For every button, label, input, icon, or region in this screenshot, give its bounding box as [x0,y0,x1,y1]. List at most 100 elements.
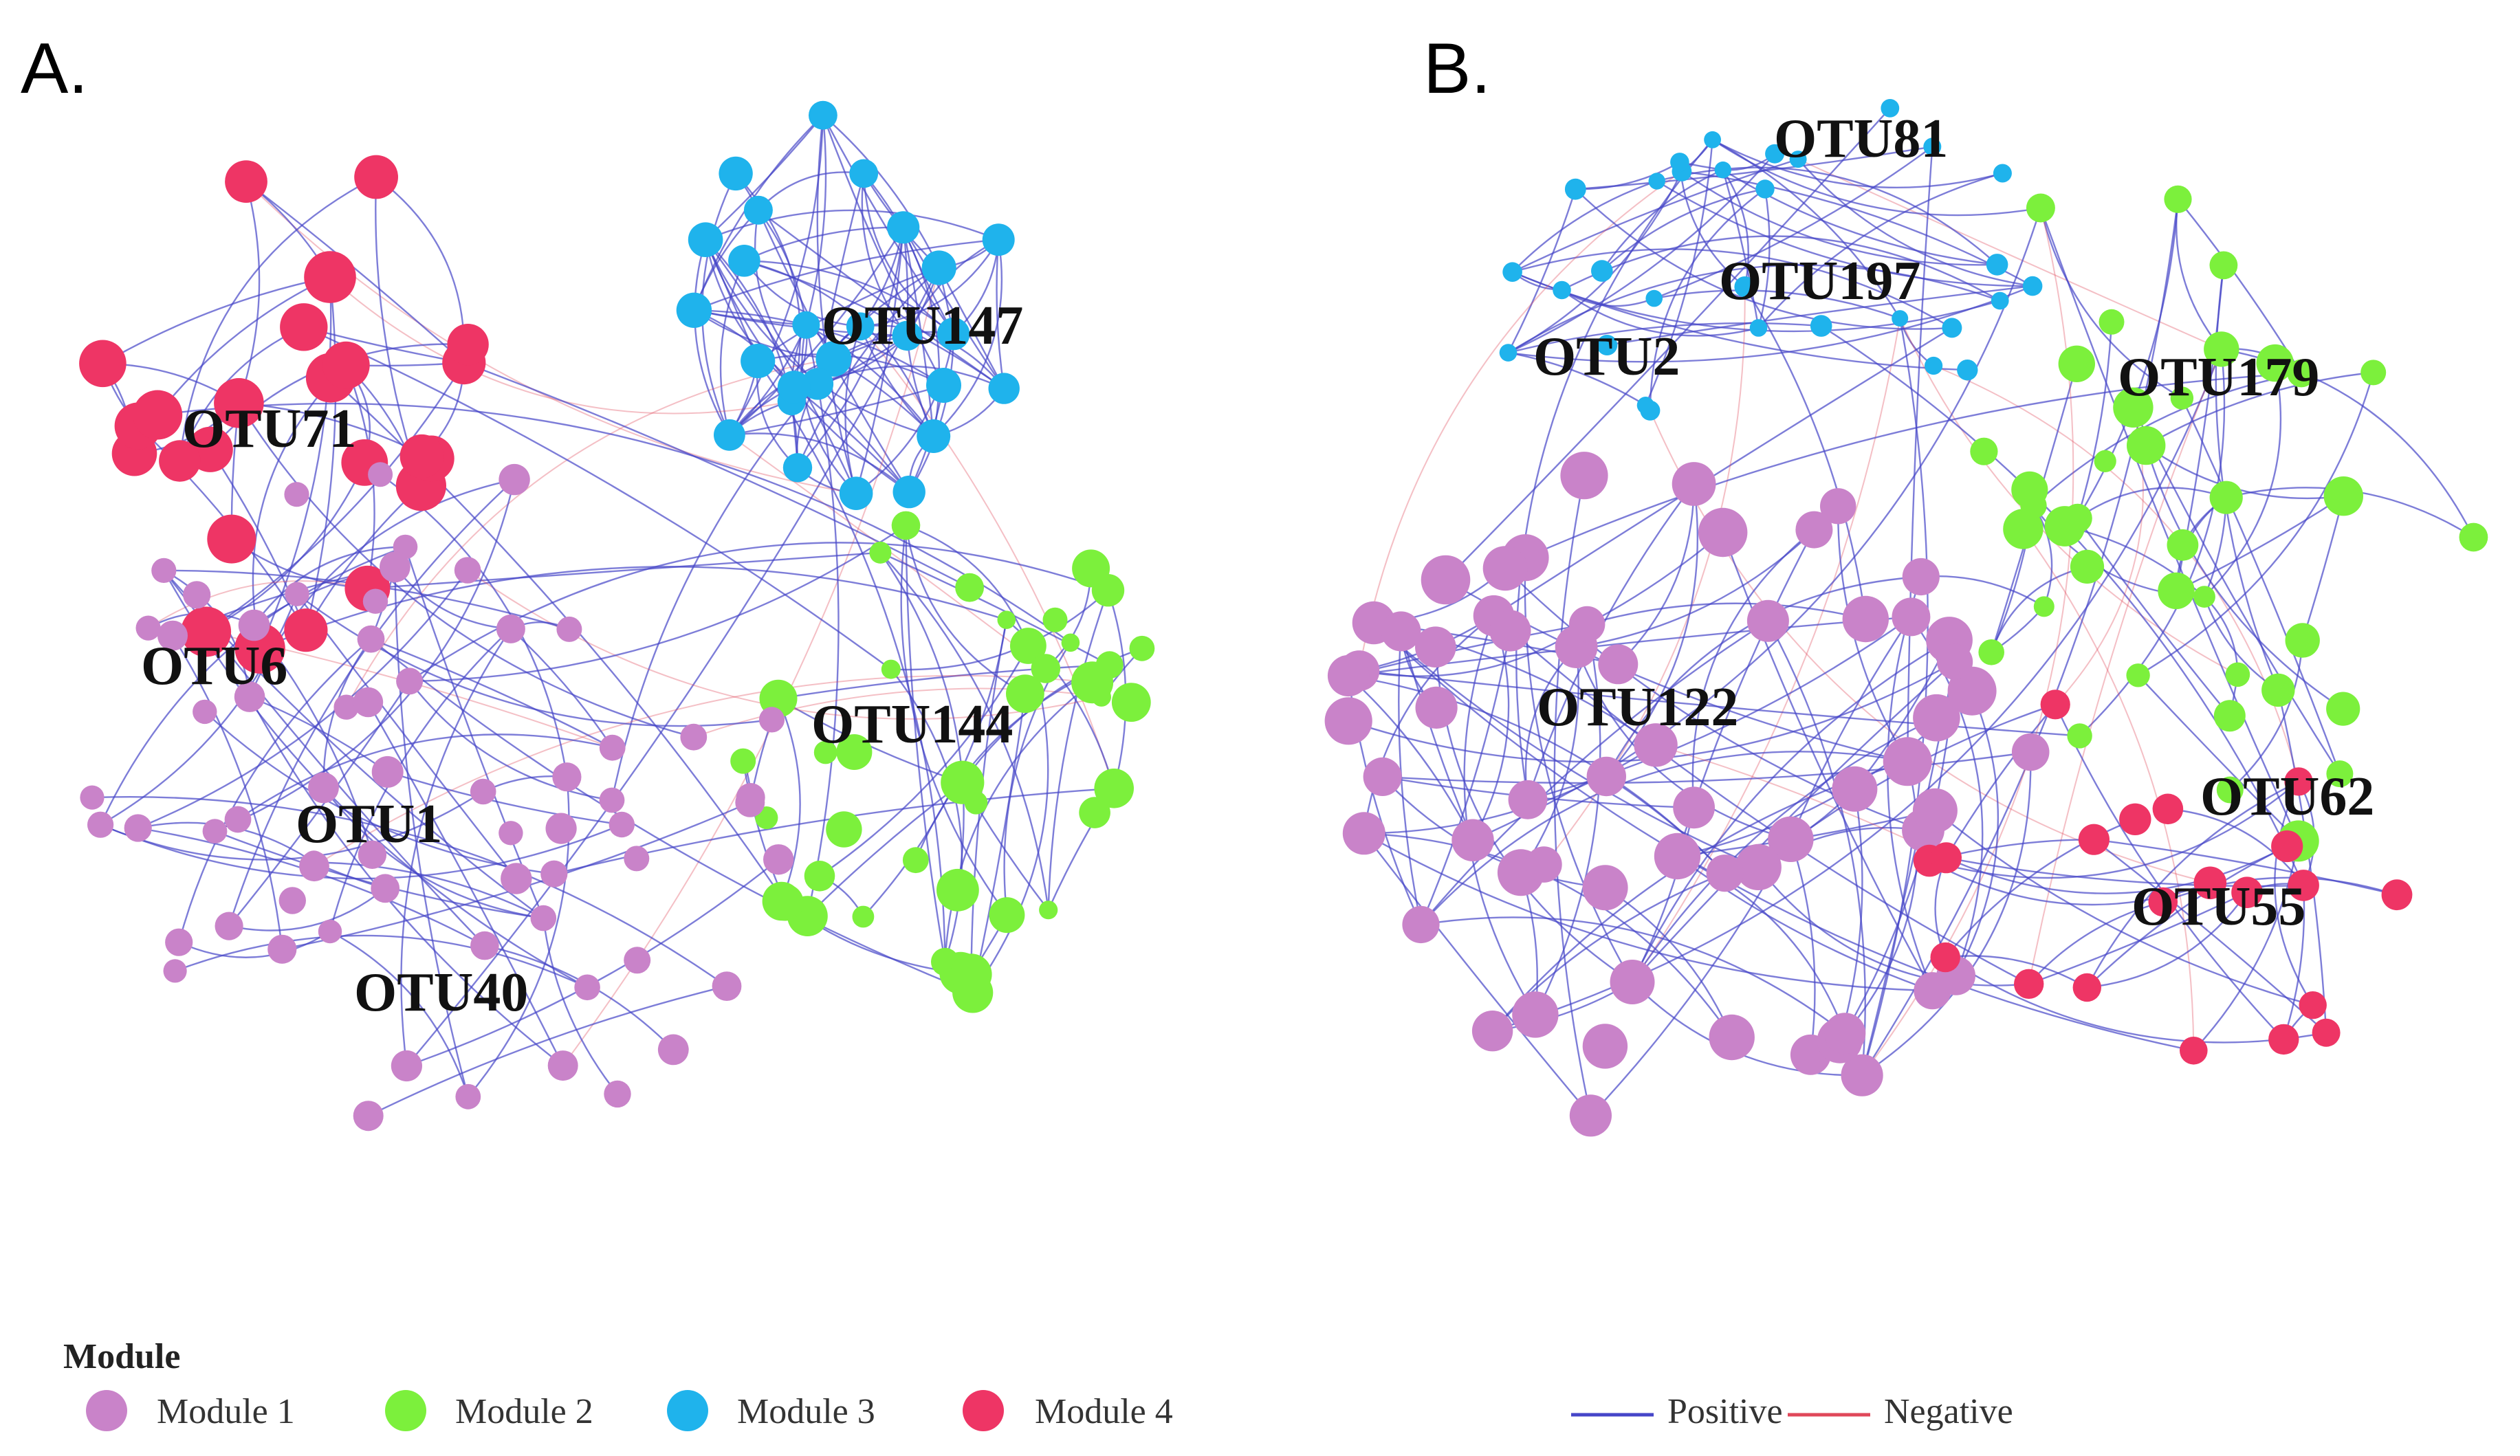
network-node-module-2 [902,847,929,874]
positive-edge [1601,169,1724,272]
network-node-module-1 [455,1083,481,1110]
network-node-module-4 [159,440,201,482]
network-node-module-2 [762,881,802,921]
network-node-module-3 [743,195,773,225]
network-node-module-3 [1925,356,1943,375]
positive-edge [2137,372,2374,676]
network-node-module-3 [2022,276,2043,296]
network-node-module-4 [2014,969,2044,1000]
positive-edge [757,209,807,325]
network-node-module-1 [712,971,742,1001]
positive-edge [693,309,834,360]
positive-edge [245,181,465,364]
network-node-module-1 [599,734,626,761]
network-node-module-4 [2312,1018,2341,1047]
positive-edge [2283,885,2305,1040]
panel-a-nodes [79,100,1155,1132]
network-node-module-1 [353,1101,384,1132]
positive-edge [2277,690,2327,1033]
positive-edge [2167,808,2305,886]
network-node-module-1 [1841,1054,1883,1096]
network-node-module-3 [982,223,1015,256]
legend-marker-module-1 [86,1390,127,1431]
positive-edge [1722,169,1760,329]
network-node-module-1 [574,974,600,1001]
network-node-module-1 [1746,599,1789,642]
positive-edge [463,362,970,588]
positive-edge [100,546,406,826]
positive-edge [1711,139,2041,217]
network-node-module-2 [2204,331,2239,367]
hub-label-otu179: OTU179 [2118,347,2319,408]
network-node-module-3 [887,211,920,244]
network-node-module-1 [1512,991,1559,1038]
network-node-module-3 [1755,179,1775,199]
network-node-module-1 [680,723,708,751]
network-node-module-1 [1482,546,1528,591]
positive-edge [1363,615,1495,834]
positive-edge [370,638,974,994]
hub-label-otu71: OTU71 [182,399,356,459]
network-node-module-1 [758,707,785,733]
positive-edge [178,930,331,958]
positive-edge [100,824,622,880]
network-node-module-1 [1402,905,1440,944]
positive-edge [228,681,410,927]
positive-edge [743,260,861,327]
positive-edge [2204,362,2282,597]
negative-edge [859,326,1115,789]
positive-edge [758,209,1005,390]
network-node-module-1 [1415,626,1456,668]
positive-edge [1382,751,2031,784]
network-node-module-3 [1502,262,1522,283]
positive-edge [253,546,406,626]
positive-edge [510,628,613,749]
network-node-module-1 [358,840,387,870]
network-node-module-4 [2072,973,2101,1002]
positive-edge [1400,631,1474,841]
positive-edge [1757,866,2029,986]
legend-marker-module-2 [385,1390,426,1431]
network-node-module-4 [284,608,328,652]
positive-edge [1601,188,1766,272]
network-node-module-2 [2033,596,2055,617]
positive-edge [2039,208,2183,399]
network-node-module-2 [1094,769,1134,808]
positive-edge [1575,146,1933,190]
network-node-module-2 [955,573,984,602]
positive-edge [972,694,1027,993]
network-node-module-2 [2285,623,2320,658]
positive-edge [1934,810,2314,1006]
positive-edge [2094,839,2398,896]
network-node-module-3 [1749,319,1768,337]
network-node-module-4 [2148,887,2178,917]
positive-edge [879,551,1110,666]
network-node-module-1 [1451,819,1494,861]
positive-edge [329,930,469,1097]
network-node-module-1 [624,947,651,974]
network-node-module-4 [354,155,398,199]
network-node-module-2 [2113,387,2154,428]
positive-edge [1744,286,1867,619]
network-node-module-1 [1673,786,1716,829]
positive-edge [1421,916,1845,1035]
positive-edge [819,645,1029,877]
network-node-module-2 [2127,426,2166,465]
network-node-module-1 [1327,654,1370,697]
positive-edge [816,115,857,494]
network-node-module-2 [2094,450,2116,473]
positive-edge [1656,180,2033,287]
network-node-module-2 [2164,185,2192,213]
positive-edge [777,698,801,902]
network-node-module-1 [80,785,105,810]
network-node-module-1 [333,694,359,720]
network-node-module-2 [2261,673,2295,707]
positive-edge [1887,576,1933,991]
network-node-module-3 [1553,280,1571,300]
positive-edge [228,478,515,927]
network-node-module-4 [2381,879,2413,911]
network-node-module-1 [1672,462,1716,506]
positive-edge [138,569,469,829]
positive-edge [728,115,824,436]
network-node-module-4 [2268,1024,2299,1055]
